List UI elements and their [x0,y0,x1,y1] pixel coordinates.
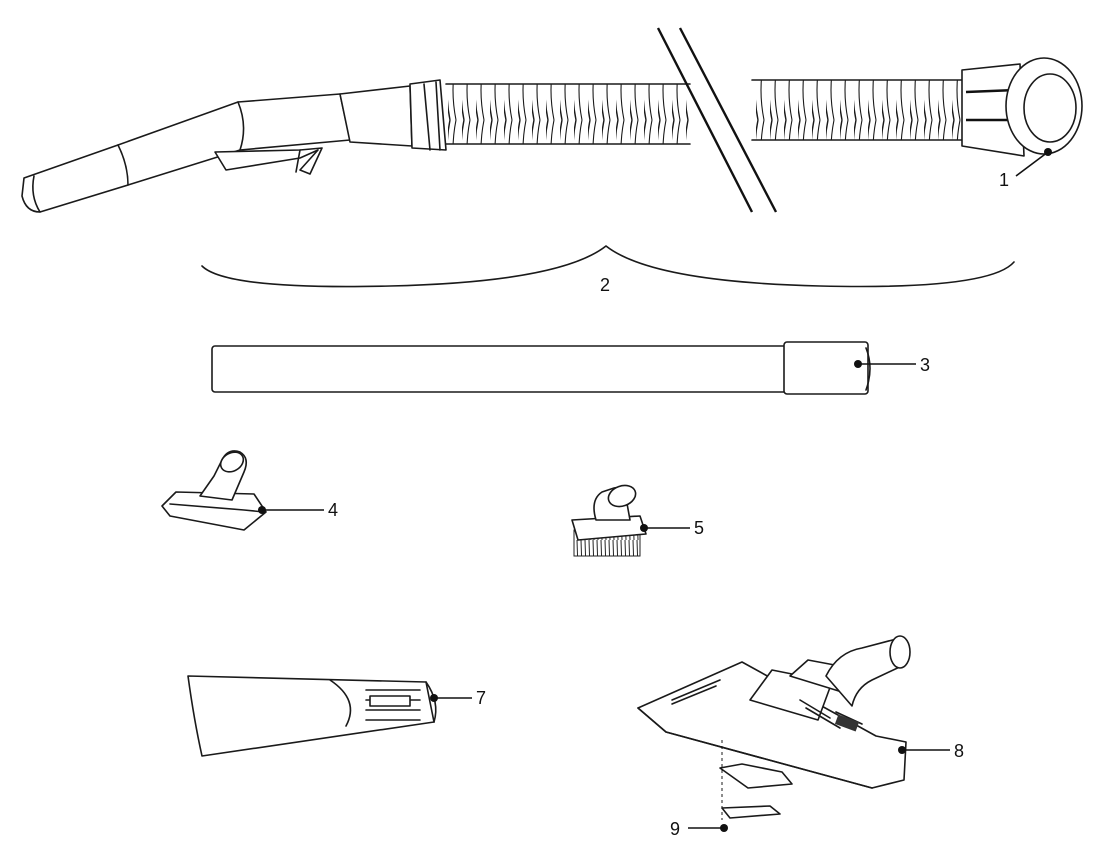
hose-corrugated-right [752,80,964,140]
floor-nozzle [637,635,911,789]
callout-4-label: 4 [328,500,338,520]
callout-7-label: 7 [476,688,486,708]
callout-1-label: 1 [999,170,1009,190]
callout-3-label: 3 [920,355,930,375]
carpet-strip [719,740,793,820]
upholstery-nozzle [161,450,267,531]
callout-5: 5 [640,518,704,538]
hose-corrugated-left [446,84,690,144]
callout-8-label: 8 [954,741,964,761]
hose-handle [21,79,447,213]
callout-1: 1 [999,148,1052,190]
hose-brace [201,245,1015,288]
callout-8: 8 [898,741,964,761]
callout-2-label: 2 [600,275,610,295]
hose-assembly [21,27,1083,213]
extension-tube [211,341,871,395]
callout-7: 7 [430,688,486,708]
callout-4: 4 [258,500,338,520]
callout-9-label: 9 [670,819,680,839]
callout-3: 3 [854,355,930,375]
hose-end-connector [961,57,1083,157]
hose-break-line [656,27,754,213]
dusting-brush [571,484,647,557]
callout-9: 9 [670,819,728,839]
callout-5-label: 5 [694,518,704,538]
crevice-tool [187,675,437,757]
